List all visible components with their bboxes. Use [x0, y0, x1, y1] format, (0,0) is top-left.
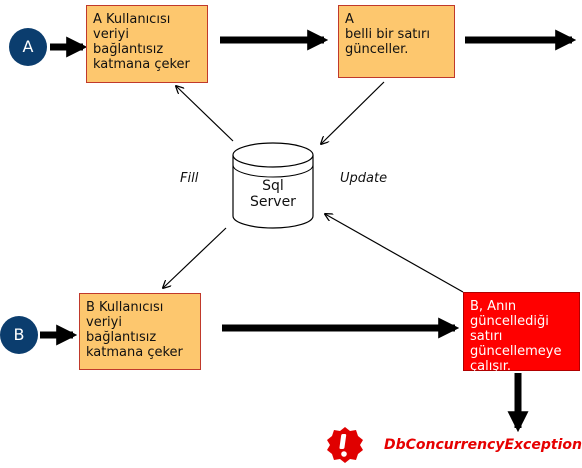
step-b-update: B, Anın güncellediği satırı güncellemeye… — [463, 292, 580, 374]
arrow-db-fill-b — [163, 227, 227, 288]
exclamation-icon — [327, 427, 363, 463]
step-a-update: A belli bir satırı günceller. — [338, 5, 455, 78]
exception-text: DbConcurrencyException — [384, 437, 582, 453]
arrow-db-fill-a — [176, 86, 234, 142]
user-b-marker: B — [0, 316, 38, 354]
arrow-b-update-db — [325, 214, 464, 293]
arrow-a-update-db — [321, 81, 385, 144]
step-a-load: A Kullanıcısı veriyi bağlantısız katmana… — [86, 5, 208, 83]
update-label: Update — [340, 171, 388, 186]
fill-label: Fill — [180, 171, 199, 186]
step-b-load: B Kullanıcısı veriyi bağlantısız katmana… — [79, 293, 201, 370]
sql-server-cylinder — [232, 142, 314, 229]
sql-server-label: Sql Server — [250, 178, 296, 210]
user-a-marker: A — [9, 28, 47, 66]
